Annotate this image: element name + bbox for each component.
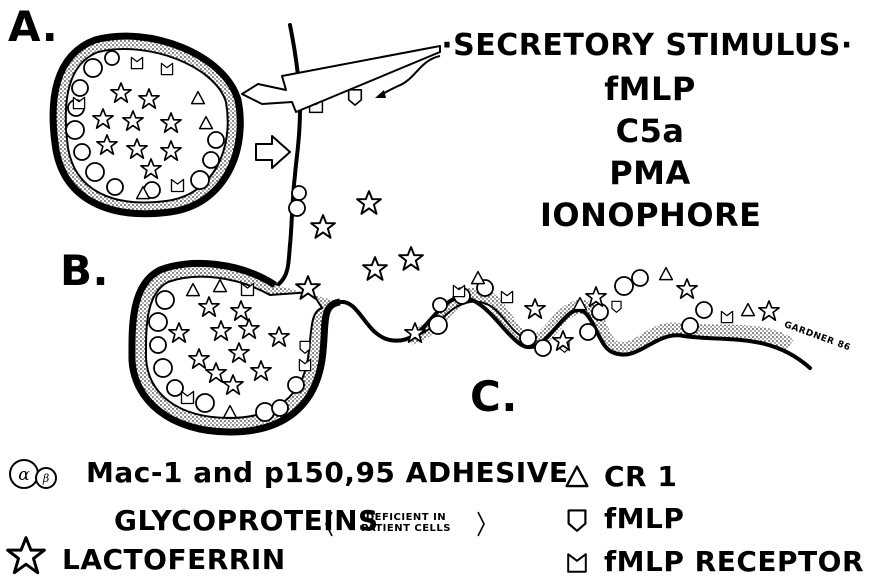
legend-deficient-line1: DEFICIENT IN xyxy=(336,512,476,523)
stimulus-agent-c5a: C5a xyxy=(560,112,740,150)
stimulus-agent-fmlp: fMLP xyxy=(560,70,740,108)
legend-deficient-note: DEFICIENT IN PATIENT CELLS xyxy=(336,512,476,534)
fmlp-icon xyxy=(612,301,621,312)
legend-lactoferrin-star-icon xyxy=(8,538,45,573)
granule-a xyxy=(53,36,240,214)
beta-symbol: β xyxy=(42,472,49,485)
fused-membrane-c xyxy=(340,268,810,368)
stimulus-agent-ionophore: IONOPHORE xyxy=(540,196,760,234)
fmlp-receptor-icon xyxy=(721,311,732,322)
fmlp-receptor-icon xyxy=(501,291,512,302)
stimulus-title: ·SECRETORY STIMULUS· xyxy=(432,28,862,63)
cr1-icon xyxy=(660,268,673,280)
legend-cr1-triangle-icon xyxy=(567,467,588,487)
stimulus-agent-pma: PMA xyxy=(560,154,740,192)
alpha-symbol: α xyxy=(18,465,30,485)
panel-label-c: C. xyxy=(470,372,518,421)
fmlp-on-membrane xyxy=(289,186,306,216)
legend-adhesive-line1: Mac-1 and p150,95 ADHESIVE xyxy=(86,456,569,489)
panel-label-a: A. xyxy=(8,2,58,51)
legend-deficient-line2: PATIENT CELLS xyxy=(336,523,476,534)
cr1-icon xyxy=(742,304,755,316)
fmlp-receptor-icon xyxy=(453,285,464,296)
legend-fmlp-receptor-icon xyxy=(568,554,586,572)
released-lactoferrin xyxy=(296,191,423,299)
legend-fmlp-pentagon-icon xyxy=(569,510,586,530)
legend-adhesive-icons: α β xyxy=(10,460,56,488)
legend-fmlp-receptor: fMLP RECEPTOR xyxy=(604,545,864,578)
panel-label-b: B. xyxy=(60,246,109,295)
fmlp-icon xyxy=(349,90,362,105)
legend-cr1: CR 1 xyxy=(604,460,677,493)
legend-lactoferrin: LACTOFERRIN xyxy=(62,543,286,576)
fusion-arrow xyxy=(256,136,290,168)
cr1-icon xyxy=(472,272,485,284)
legend-fmlp: fMLP xyxy=(604,502,684,535)
